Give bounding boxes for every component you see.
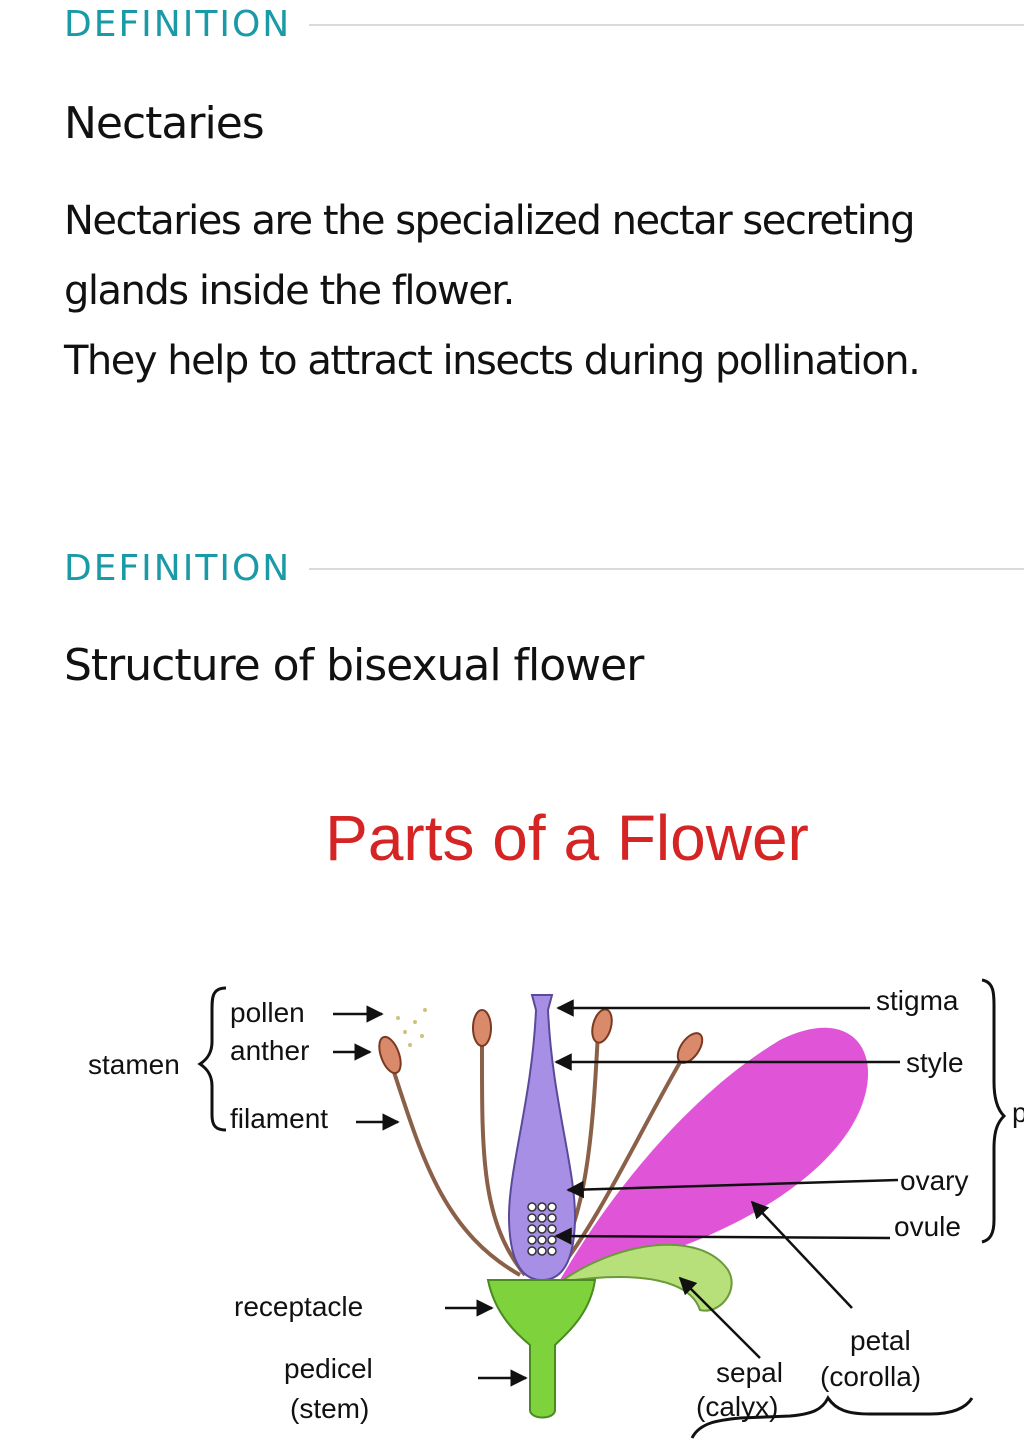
pollen-dots (396, 1008, 427, 1047)
label-filament: filament (230, 1103, 328, 1134)
receptacle-shape (486, 1279, 597, 1419)
label-stem: (stem) (290, 1393, 369, 1424)
label-pedicel: pedicel (284, 1353, 373, 1384)
label-ovary: ovary (900, 1165, 968, 1196)
sepal-shape (559, 1243, 733, 1312)
flower-diagram: Parts of a Flower (88, 802, 1024, 1439)
definition-header-1: DEFINITION (64, 4, 1024, 45)
label-style: style (906, 1047, 964, 1078)
leader-lines (333, 999, 900, 1387)
definition-text-nectaries: Nectaries are the specialized nectar sec… (64, 186, 984, 396)
label-ovule: ovule (894, 1211, 961, 1242)
definition-header-2: DEFINITION (64, 548, 1024, 589)
label-corolla: (corolla) (820, 1361, 921, 1392)
label-calyx: (calyx) (696, 1391, 778, 1422)
label-stigma: stigma (876, 985, 959, 1016)
label-anther: anther (230, 1035, 309, 1066)
term-title-structure: Structure of bisexual flower (64, 640, 644, 691)
label-receptacle: receptacle (234, 1291, 363, 1322)
label-stamen: stamen (88, 1049, 180, 1080)
diagram-title: Parts of a Flower (325, 802, 809, 874)
definition-label: DEFINITION (64, 548, 292, 589)
label-sepal: sepal (716, 1357, 783, 1388)
paragraph: They help to attract insects during poll… (64, 338, 921, 384)
braces (197, 978, 1007, 1439)
term-title-nectaries: Nectaries (64, 98, 265, 149)
paragraph: Nectaries are the specialized nectar sec… (64, 198, 916, 314)
label-pollen: pollen (230, 997, 305, 1028)
petal-shape (560, 1027, 869, 1280)
anthers (378, 1008, 704, 1075)
ovules (527, 1202, 557, 1256)
label-petal: petal (850, 1325, 911, 1356)
divider (309, 23, 1024, 26)
definition-label: DEFINITION (64, 4, 292, 45)
divider (309, 567, 1024, 570)
label-pistil-cut: p (1012, 1097, 1024, 1128)
